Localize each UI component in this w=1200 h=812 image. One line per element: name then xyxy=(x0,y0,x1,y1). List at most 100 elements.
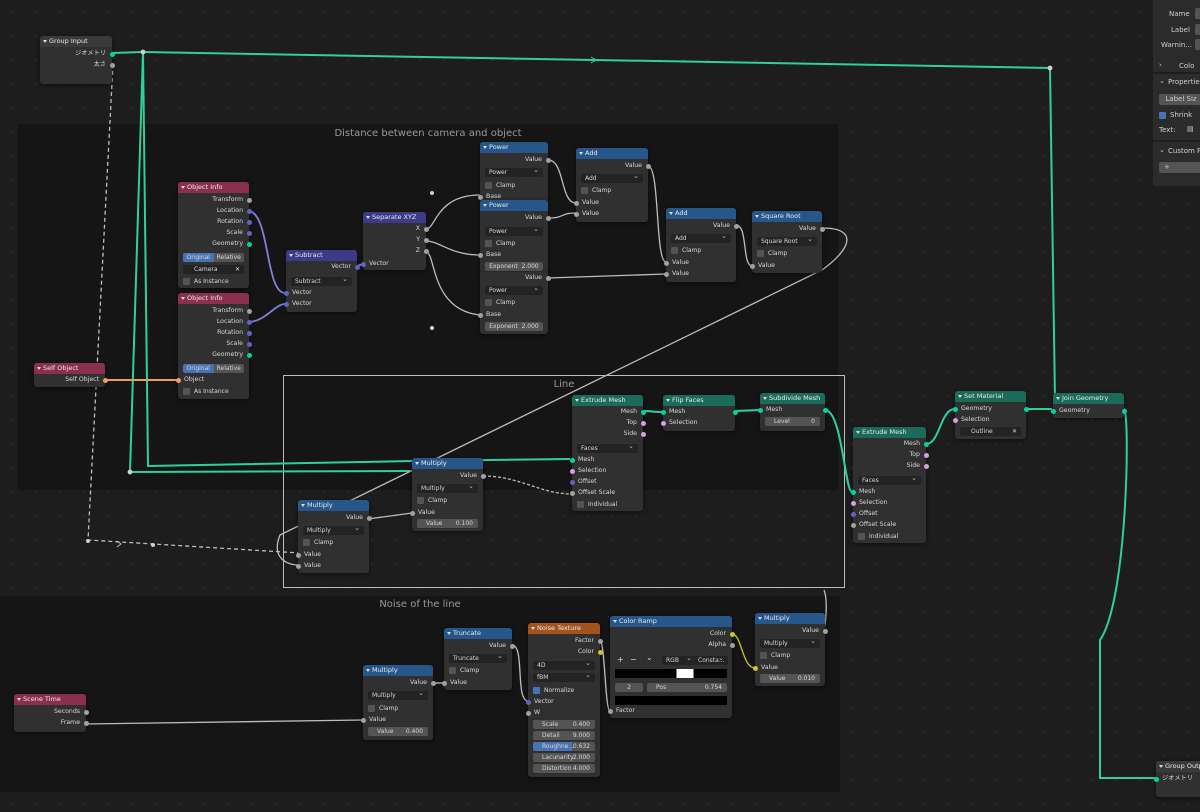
text-datablock-icon[interactable]: ▤ xyxy=(1187,125,1194,133)
socket-icon[interactable] xyxy=(663,271,669,277)
label-size-field[interactable]: Label Siz xyxy=(1159,94,1200,105)
multiply-node-offset[interactable]: Multiply Value Multiply Clamp Value Valu… xyxy=(409,458,486,531)
socket-icon[interactable] xyxy=(569,479,575,485)
custom-expand-icon[interactable]: ⌄ xyxy=(1159,146,1165,154)
label-field[interactable] xyxy=(1195,24,1200,35)
mode-dropdown[interactable]: Faces xyxy=(858,474,921,485)
clear-icon[interactable]: ✕ xyxy=(1011,428,1017,435)
transform-space-toggle[interactable]: Original Relative xyxy=(183,364,244,373)
socket-icon[interactable] xyxy=(819,226,825,232)
power-node-2[interactable]: Power Value Power Clamp Base Exponent 2.… xyxy=(477,200,551,276)
truncate-node[interactable]: Truncate Value Truncate Clamp Value xyxy=(441,628,515,690)
socket-icon[interactable] xyxy=(246,241,252,247)
socket-icon[interactable] xyxy=(1050,408,1056,414)
roughness-field[interactable]: Roughne...0.632 xyxy=(533,742,595,751)
color-expand-icon[interactable]: › xyxy=(1159,61,1162,69)
socket-icon[interactable] xyxy=(477,252,483,258)
socket-icon[interactable] xyxy=(822,628,828,634)
power-node-1[interactable]: Power Value Power Clamp Base xyxy=(477,142,551,202)
clamp-checkbox[interactable]: Clamp xyxy=(760,651,790,660)
material-field[interactable]: Outline✕ xyxy=(960,427,1021,436)
socket-icon[interactable] xyxy=(1153,776,1159,782)
join-geometry-node[interactable]: Join Geometry Geometry xyxy=(1050,393,1127,418)
operation-dropdown[interactable]: Subtract xyxy=(291,275,352,286)
socket-icon[interactable] xyxy=(569,468,575,474)
socket-icon[interactable] xyxy=(246,319,252,325)
socket-icon[interactable] xyxy=(246,330,252,336)
relative-option[interactable]: Relative xyxy=(213,253,244,262)
remove-stop-button[interactable]: − xyxy=(630,655,637,664)
operation-dropdown[interactable]: Power xyxy=(485,166,543,177)
clear-icon[interactable]: ✕ xyxy=(234,266,240,273)
socket-icon[interactable] xyxy=(732,409,738,415)
operation-dropdown[interactable]: Multiply xyxy=(303,524,364,535)
original-option[interactable]: Original xyxy=(183,253,214,262)
clamp-checkbox[interactable]: Clamp xyxy=(417,496,447,505)
socket-icon[interactable] xyxy=(545,275,551,281)
socket-icon[interactable] xyxy=(749,263,755,269)
clamp-checkbox[interactable]: Clamp xyxy=(449,666,479,675)
custom-properties-label[interactable]: Custom P xyxy=(1168,147,1200,155)
multiply-node-noise-scale[interactable]: Multiply Value Multiply Clamp Value Valu… xyxy=(752,613,828,686)
clamp-checkbox[interactable]: Clamp xyxy=(485,239,515,248)
operation-dropdown[interactable]: Multiply xyxy=(760,637,820,648)
extrude-mesh-node-2[interactable]: Extrude Mesh Mesh Top Side Faces Mesh Se… xyxy=(850,427,929,543)
socket-icon[interactable] xyxy=(545,215,551,221)
camera-object-field[interactable]: Camera✕ xyxy=(183,265,244,274)
operation-dropdown[interactable]: Add xyxy=(671,232,731,243)
socket-icon[interactable] xyxy=(423,226,429,232)
socket-icon[interactable] xyxy=(409,510,415,516)
properties-section-label[interactable]: Propertie xyxy=(1168,78,1200,86)
socket-icon[interactable] xyxy=(354,264,360,270)
color-ramp-gradient[interactable] xyxy=(615,669,727,678)
socket-icon[interactable] xyxy=(360,261,366,267)
object-info-self-node[interactable]: Object Info Transform Location Rotation … xyxy=(175,293,252,399)
scene-time-node[interactable]: Scene Time Seconds Frame xyxy=(14,694,89,732)
socket-icon[interactable] xyxy=(1023,406,1029,412)
socket-icon[interactable] xyxy=(525,710,531,716)
socket-icon[interactable] xyxy=(430,680,436,686)
group-input-node[interactable]: Group Input ジオメトリ 太さ xyxy=(40,36,115,84)
socket-icon[interactable] xyxy=(246,352,252,358)
power-node-3[interactable]: Value Power Clamp Base Exponent 2.000 xyxy=(477,272,551,334)
socket-icon[interactable] xyxy=(660,409,666,415)
socket-icon[interactable] xyxy=(952,417,958,423)
socket-icon[interactable] xyxy=(477,194,483,200)
individual-checkbox[interactable]: Individual xyxy=(577,500,617,509)
socket-icon[interactable] xyxy=(360,717,366,723)
socket-icon[interactable] xyxy=(295,563,301,569)
socket-icon[interactable] xyxy=(366,515,372,521)
socket-icon[interactable] xyxy=(850,489,856,495)
self-object-node[interactable]: Self Object Self Object xyxy=(34,363,108,387)
color-section-label[interactable]: Colo xyxy=(1179,62,1195,70)
socket-icon[interactable] xyxy=(752,665,758,671)
socket-icon[interactable] xyxy=(423,248,429,254)
socket-icon[interactable] xyxy=(660,420,666,426)
socket-icon[interactable] xyxy=(102,377,108,383)
square-root-node[interactable]: Square Root Value Square Root Clamp Valu… xyxy=(749,211,825,273)
exponent-field[interactable]: Exponent 2.000 xyxy=(485,262,543,271)
as-instance-checkbox[interactable]: As Instance xyxy=(183,277,229,286)
socket-icon[interactable] xyxy=(923,463,929,469)
noise-type-dropdown[interactable]: fBM xyxy=(533,671,595,682)
socket-icon[interactable] xyxy=(83,720,89,726)
ramp-menu-icon[interactable]: ⌄ xyxy=(646,653,653,662)
operation-dropdown[interactable]: Truncate xyxy=(449,652,507,663)
socket-icon[interactable] xyxy=(850,522,856,528)
socket-icon[interactable] xyxy=(573,211,579,217)
interpolation-dropdown[interactable]: Consta... xyxy=(694,654,728,665)
clamp-checkbox[interactable]: Clamp xyxy=(581,186,611,195)
socket-icon[interactable] xyxy=(640,420,646,426)
socket-icon[interactable] xyxy=(83,709,89,715)
socket-icon[interactable] xyxy=(246,219,252,225)
dimensions-dropdown[interactable]: 4D xyxy=(533,659,595,670)
socket-icon[interactable] xyxy=(246,208,252,214)
socket-icon[interactable] xyxy=(477,312,483,318)
color-ramp-node[interactable]: Color Ramp Color Alpha + − ⌄ RGB Consta.… xyxy=(607,616,735,718)
multiply-node-time[interactable]: Multiply Value Multiply Clamp Value Valu… xyxy=(360,665,436,740)
